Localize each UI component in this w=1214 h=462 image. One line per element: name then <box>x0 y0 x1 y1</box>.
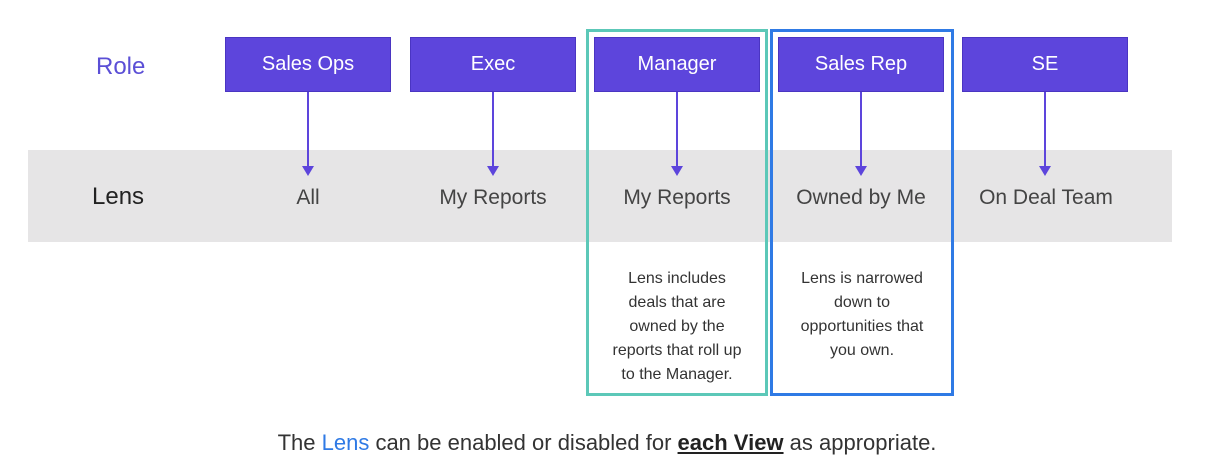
caption-text: can be enabled or disabled for <box>369 430 678 455</box>
caption: The Lens can be enabled or disabled for … <box>0 429 1214 457</box>
role-box-manager: Manager <box>594 37 760 92</box>
role-box-sales-rep: Sales Rep <box>778 37 944 92</box>
lens-value-sales-rep: Owned by Me <box>796 186 926 209</box>
manager-highlight-frame <box>586 29 768 396</box>
sales-rep-note-line: Lens is narrowed <box>801 270 923 287</box>
caption-lens-word: Lens <box>321 430 370 455</box>
manager-note-line: to the Manager. <box>621 366 733 383</box>
sales-rep-note-line: down to <box>833 294 891 311</box>
manager-note-line: reports that roll up <box>612 342 742 359</box>
caption-each-view: each View <box>677 430 784 455</box>
role-row-label: Role <box>96 53 146 80</box>
sales-rep-highlight-frame <box>770 29 954 396</box>
lens-row-label: Lens <box>92 183 145 210</box>
sales-rep-note: Lens is narrowed down to opportunities t… <box>777 267 947 363</box>
lens-band <box>28 150 1172 242</box>
lens-value-manager: My Reports <box>623 186 731 209</box>
sales-rep-note-line: opportunities that <box>800 318 924 335</box>
manager-note-line: owned by the <box>629 318 725 335</box>
manager-note: Lens includes deals that are owned by th… <box>592 267 762 387</box>
manager-note-line: deals that are <box>628 294 726 311</box>
lens-value-se: On Deal Team <box>979 186 1113 209</box>
lens-value-all: All <box>296 186 320 209</box>
role-box-se: SE <box>962 37 1128 92</box>
sales-rep-note-line: you own. <box>829 342 895 359</box>
role-box-sales-ops: Sales Ops <box>225 37 391 92</box>
caption-text: as appropriate. <box>783 430 937 455</box>
manager-note-line: Lens includes <box>628 270 726 287</box>
lens-value-exec: My Reports <box>439 186 547 209</box>
caption-text: The <box>277 430 322 455</box>
role-box-exec: Exec <box>410 37 576 92</box>
